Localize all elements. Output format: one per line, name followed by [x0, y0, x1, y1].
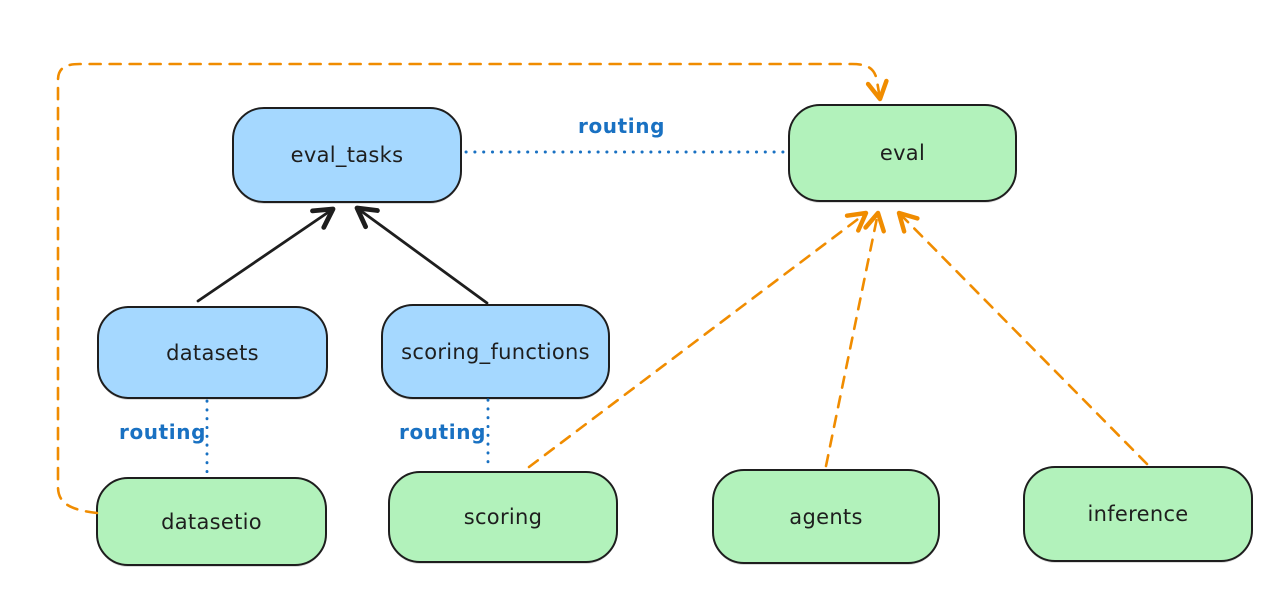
edge-datasets-to-eval-tasks [196, 206, 336, 303]
routing-label-eval-tasks-eval: routing [578, 114, 666, 138]
node-datasets: datasets [97, 306, 328, 399]
node-eval-label: eval [879, 141, 926, 165]
node-agents: agents [712, 469, 940, 564]
edge-agents-to-eval [824, 210, 886, 468]
edge-inference-to-eval [896, 210, 1149, 466]
routing-label-datasets-datasetio: routing [119, 420, 207, 444]
node-eval-tasks-label: eval_tasks [290, 143, 404, 167]
node-agents-label: agents [789, 504, 863, 529]
routing-label-scoring-functions-scoring: routing [399, 420, 487, 444]
node-scoring: scoring [388, 471, 618, 563]
node-eval: eval [788, 104, 1017, 202]
node-datasetio-label: datasetio [161, 509, 262, 534]
node-scoring-functions-label: scoring_functions [401, 339, 590, 364]
node-scoring-label: scoring [463, 505, 543, 529]
node-datasetio: datasetio [96, 477, 327, 566]
node-eval-tasks: eval_tasks [232, 107, 462, 203]
node-scoring-functions: scoring_functions [381, 304, 610, 399]
node-inference: inference [1023, 466, 1253, 562]
edge-scoring-functions-to-eval-tasks [354, 205, 489, 305]
node-inference-label: inference [1087, 502, 1189, 526]
edge-datasetio-to-eval [56, 62, 889, 515]
node-datasets-label: datasets [166, 340, 259, 365]
